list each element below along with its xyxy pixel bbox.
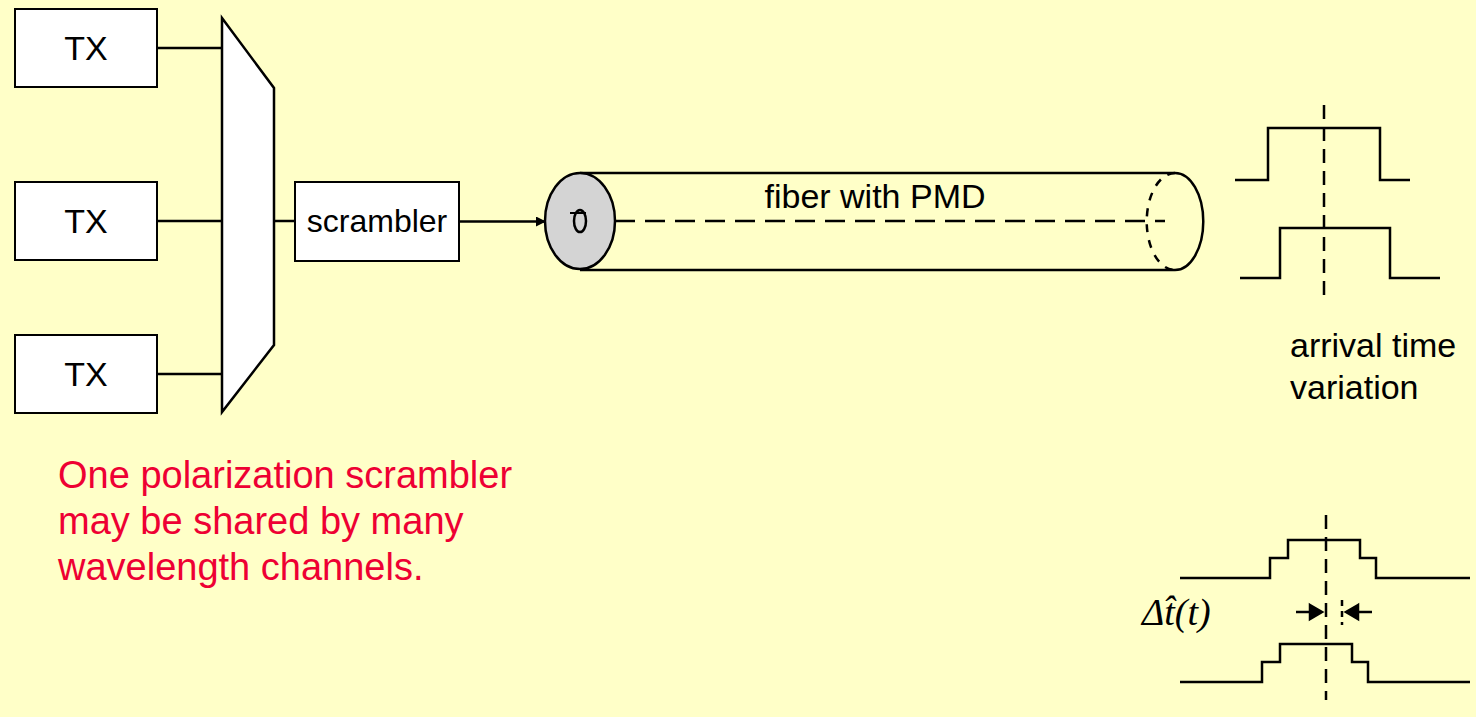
node-text: fiber with PMD — [760, 177, 989, 216]
pulse — [1235, 128, 1410, 180]
node-text: scrambler — [307, 203, 447, 240]
fiber-face — [545, 173, 615, 269]
pulse — [1240, 228, 1440, 278]
reference-line — [1325, 515, 1328, 700]
fiber: fiber with PMD — [545, 118, 1205, 274]
fiber-outline — [580, 173, 1175, 270]
node-text: TX — [64, 355, 107, 394]
reference-line — [1341, 600, 1344, 625]
multiplexer — [222, 18, 274, 412]
transmitter-box: TX — [14, 181, 158, 261]
note: One polarization scrambler may be shared… — [58, 452, 518, 590]
annotation: arrival time variation — [1290, 324, 1474, 408]
fiber-axis — [615, 220, 1165, 223]
node-text: TX — [64, 29, 107, 68]
wire — [158, 220, 222, 223]
transmitter-box: TX — [14, 334, 158, 414]
polarization-arrow — [570, 212, 586, 214]
reference-line — [1323, 105, 1326, 300]
transmitter-box: TX — [14, 8, 158, 88]
fiber-end — [1175, 173, 1203, 270]
arrowhead — [1310, 605, 1322, 619]
node-text: TX — [64, 202, 107, 241]
wire — [274, 220, 294, 223]
wire — [158, 373, 222, 376]
connector-arrow — [460, 220, 545, 223]
arrowhead — [1346, 605, 1358, 619]
wire — [158, 47, 222, 50]
delay-symbol: Δt̂(t) — [1142, 590, 1292, 634]
scrambler-box: scrambler — [294, 181, 460, 262]
